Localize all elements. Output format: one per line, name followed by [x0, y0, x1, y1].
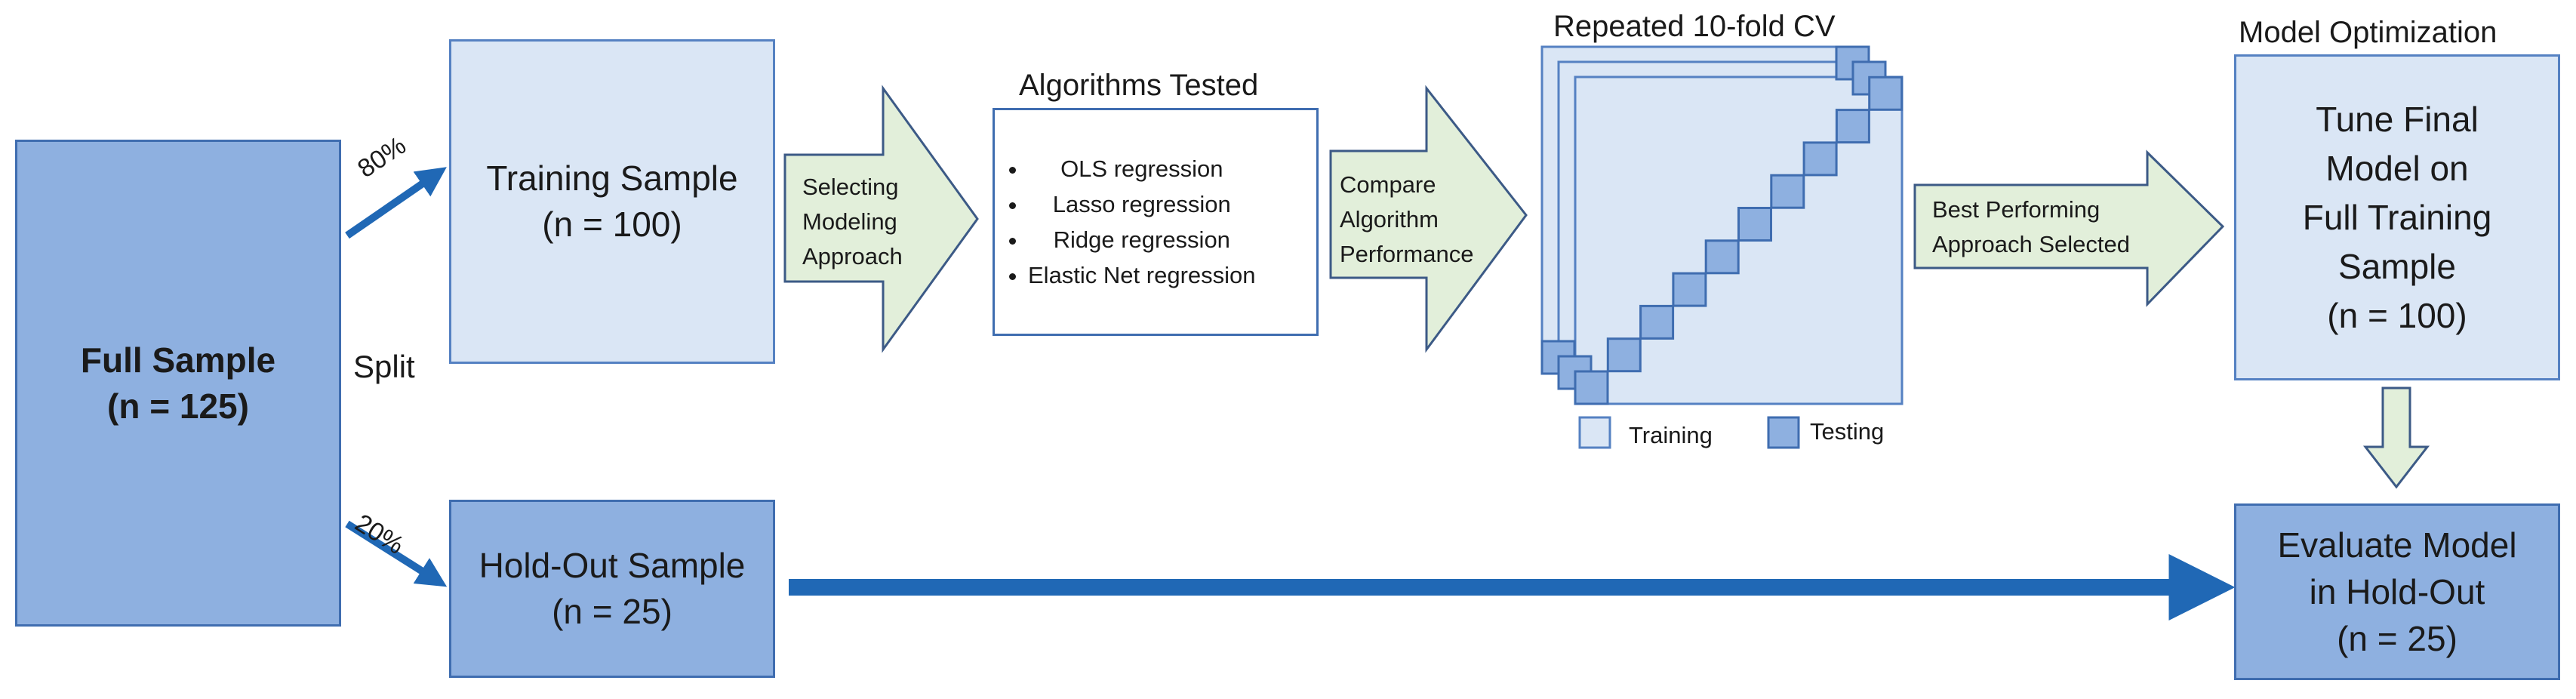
best-approach-arrow — [1913, 149, 2225, 307]
tune-line: Sample — [2338, 246, 2456, 286]
full-sample-n: (n = 125) — [107, 386, 249, 426]
tune-final-model-box: Tune Final Model on Full Training Sample… — [2234, 54, 2560, 380]
tune-line: (n = 100) — [2327, 295, 2467, 335]
step-text-line: Algorithm — [1340, 206, 1439, 232]
algorithm-item: OLS regression — [1028, 151, 1256, 186]
split-arrow-training — [345, 167, 447, 239]
optimization-heading: Model Optimization — [2239, 16, 2498, 49]
legend-training-swatch — [1578, 416, 1611, 449]
evaluate-model-box: Evaluate Model in Hold-Out (n = 25) — [2234, 503, 2560, 680]
split-label: Split — [353, 349, 415, 384]
algorithm-item: Lasso regression — [1028, 186, 1256, 222]
step-text-line: Best Performing — [1932, 196, 2101, 223]
step-text-line: Selecting — [802, 174, 899, 200]
selecting-approach-text: Selecting Modeling Approach — [802, 170, 903, 274]
down-arrow — [2362, 386, 2430, 489]
cv-test-fold-square — [1639, 304, 1675, 340]
algorithms-list: OLS regression Lasso regression Ridge re… — [995, 151, 1256, 293]
cv-test-fold-square — [1737, 207, 1772, 242]
evaluate-line: (n = 25) — [2337, 619, 2458, 658]
cv-test-fold-square — [1835, 109, 1870, 144]
legend-testing-swatch — [1767, 416, 1800, 449]
cv-test-fold-square — [1770, 174, 1805, 209]
cv-test-fold-square — [1672, 272, 1707, 307]
algorithm-item: Elastic Net regression — [1028, 257, 1256, 293]
training-sample-n: (n = 100) — [542, 205, 682, 244]
full-sample-title: Full Sample — [80, 340, 276, 380]
tune-line: Model on — [2325, 148, 2469, 188]
compare-performance-text: Compare Algorithm Performance — [1340, 168, 1473, 272]
cv-fold-stack — [1540, 45, 1904, 405]
step-text-line: Performance — [1340, 241, 1474, 267]
cv-test-fold-square — [1802, 141, 1838, 177]
cv-test-fold-square — [1574, 370, 1609, 405]
holdout-sample-title: Hold-Out Sample — [479, 546, 746, 586]
algorithm-item: Ridge regression — [1028, 222, 1256, 257]
step-text-line: Approach — [802, 243, 903, 269]
legend-testing-label: Testing — [1810, 418, 1885, 445]
evaluate-line: in Hold-Out — [2309, 572, 2485, 611]
step-text-line: Approach Selected — [1932, 231, 2130, 257]
step-text-line: Modeling — [802, 208, 897, 235]
legend-training-label: Training — [1629, 422, 1713, 448]
full-sample-box: Full Sample (n = 125) — [15, 140, 341, 627]
best-approach-text: Best Performing Approach Selected — [1932, 192, 2130, 262]
tune-line: Tune Final — [2316, 99, 2479, 139]
split-arrow-holdout — [345, 520, 448, 587]
training-sample-box: Training Sample (n = 100) — [449, 39, 775, 364]
algorithms-heading: Algorithms Tested — [1019, 69, 1259, 102]
holdout-sample-box: Hold-Out Sample (n = 25) — [449, 500, 775, 678]
algorithms-box: OLS regression Lasso regression Ridge re… — [993, 108, 1319, 336]
holdout-sample-n: (n = 25) — [552, 592, 672, 631]
cv-test-fold-square — [1606, 337, 1642, 373]
cv-heading: Repeated 10-fold CV — [1553, 10, 1836, 43]
selecting-approach-arrow — [783, 85, 979, 353]
cv-test-fold-square — [1868, 75, 1904, 111]
tune-line: Full Training — [2302, 197, 2492, 237]
step-text-line: Compare — [1340, 171, 1436, 198]
compare-performance-arrow — [1329, 85, 1528, 353]
training-sample-title: Training Sample — [486, 159, 738, 199]
evaluate-line: Evaluate Model — [2277, 525, 2517, 565]
cv-test-fold-square — [1704, 239, 1740, 275]
